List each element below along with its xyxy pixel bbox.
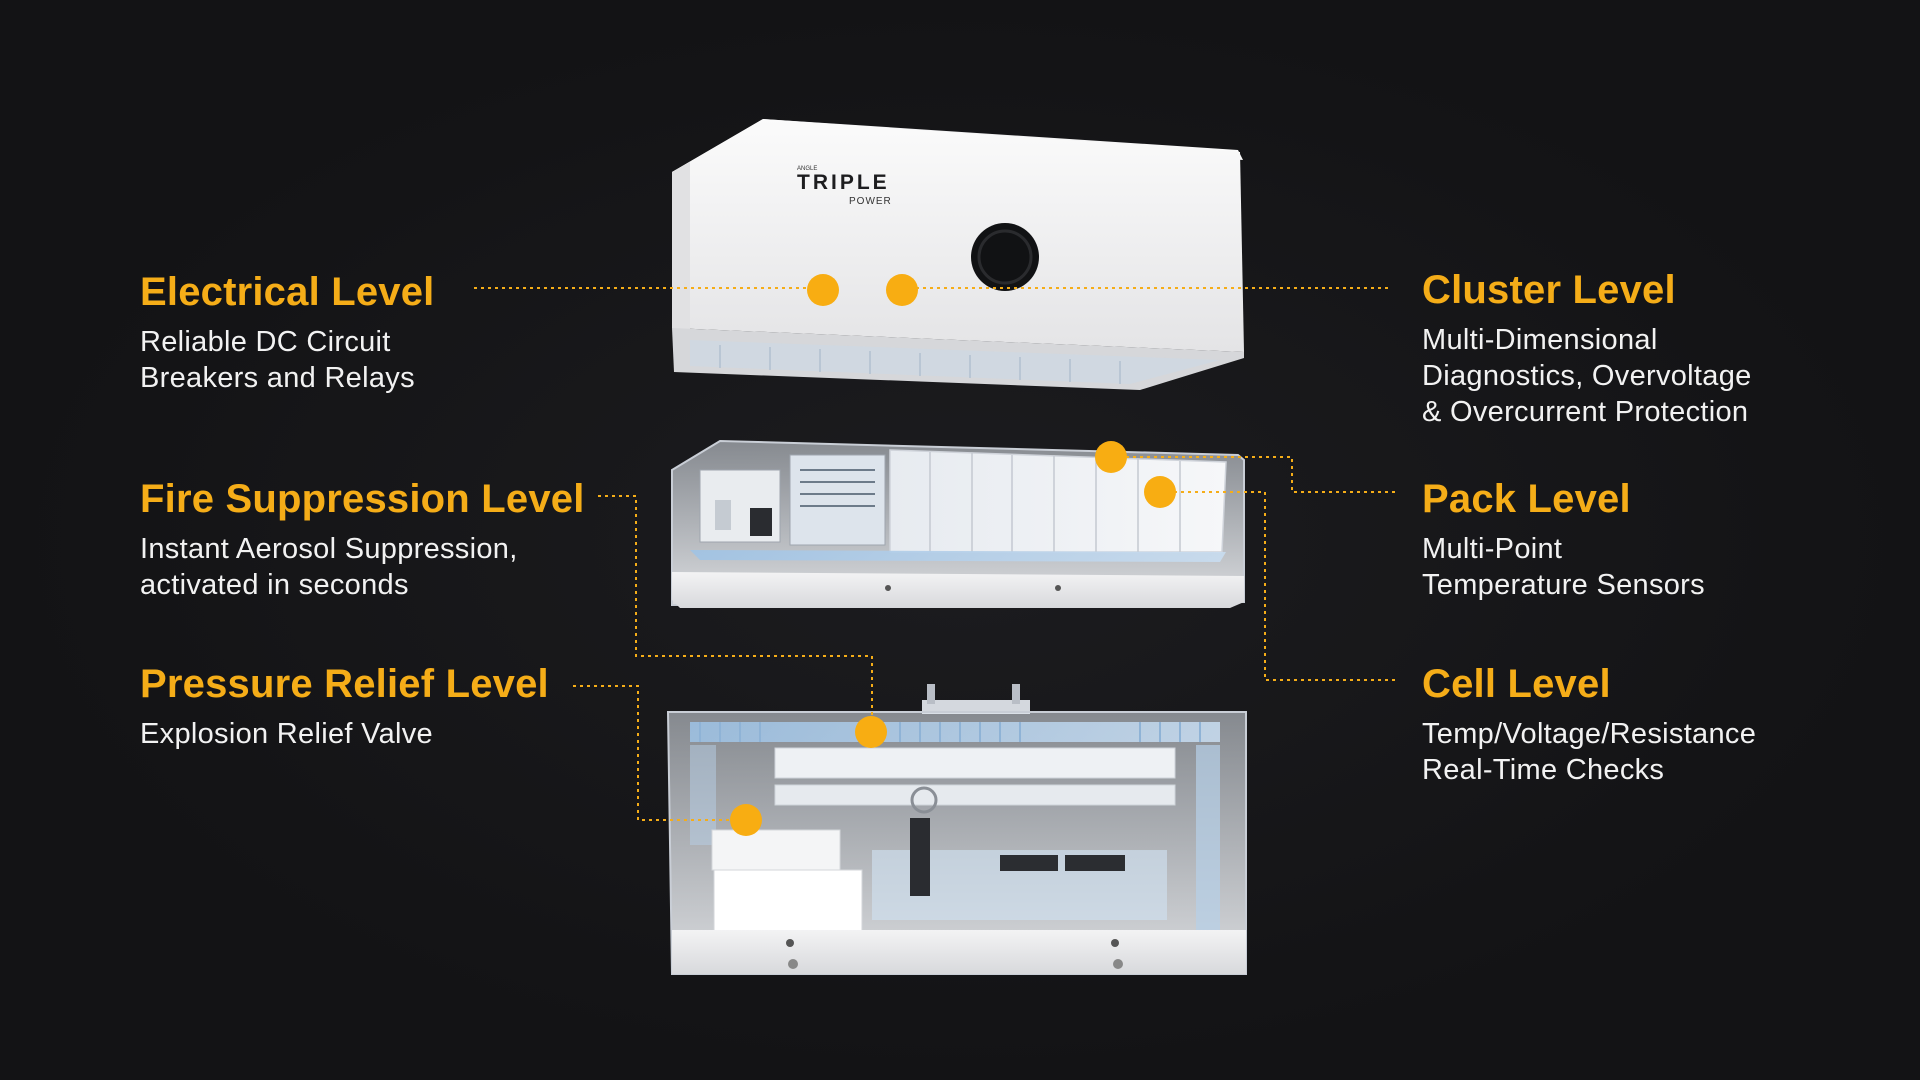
cluster-desc-line: Diagnostics, Overvoltage bbox=[1422, 360, 1752, 392]
callout-line-fire-suppression bbox=[598, 495, 873, 732]
label-fire-suppression-level: Fire Suppression Level Instant Aerosol S… bbox=[140, 475, 585, 603]
battery-pack-block bbox=[889, 449, 1227, 553]
pack-desc-line: Multi-Point bbox=[1422, 533, 1563, 565]
pack-level-desc: Multi-Point Temperature Sensors bbox=[1422, 531, 1705, 603]
electrical-level-title: Electrical Level bbox=[140, 270, 435, 314]
cell-level-title: Cell Level bbox=[1422, 662, 1611, 706]
pressure-relief-desc-line: Explosion Relief Valve bbox=[140, 718, 433, 750]
electrical-desc-line: Reliable DC Circuit bbox=[140, 326, 391, 358]
pressure-relief-level-title: Pressure Relief Level bbox=[140, 662, 549, 706]
brand-small-text: ANGLE bbox=[797, 166, 817, 172]
cell-desc-line: Temp/Voltage/Resistance bbox=[1422, 718, 1757, 750]
top-module-side bbox=[672, 162, 690, 334]
callout-lines bbox=[474, 287, 1396, 821]
middle-module-tray bbox=[672, 572, 1244, 608]
cell-desc-line: Real-Time Checks bbox=[1422, 754, 1665, 786]
marker-fire-suppression bbox=[855, 716, 887, 748]
brand-logo: TRIPLE bbox=[797, 171, 890, 194]
callout-markers bbox=[730, 274, 1176, 836]
label-cell-level: Cell Level Temp/Voltage/Resistance Real-… bbox=[1422, 660, 1756, 788]
top-module: ANGLE TRIPLE POWER bbox=[672, 119, 1244, 390]
bottom-module bbox=[666, 684, 1247, 975]
fire-suppression-level-title: Fire Suppression Level bbox=[140, 477, 585, 521]
cluster-desc-line: & Overcurrent Protection bbox=[1422, 396, 1749, 428]
electrical-level-desc: Reliable DC Circuit Breakers and Relays bbox=[140, 324, 435, 396]
label-cluster-level: Cluster Level Multi-Dimensional Diagnost… bbox=[1422, 266, 1752, 430]
pack-level-title: Pack Level bbox=[1422, 477, 1631, 521]
cell-level-desc: Temp/Voltage/Resistance Real-Time Checks bbox=[1422, 716, 1756, 788]
marker-electrical-b bbox=[886, 274, 918, 306]
electrical-desc-line: Breakers and Relays bbox=[140, 362, 415, 394]
pack-desc-line: Temperature Sensors bbox=[1422, 569, 1705, 601]
top-module-skirt-vent bbox=[690, 340, 1220, 384]
callout-line-cell bbox=[1160, 491, 1396, 681]
power-button-icon bbox=[971, 223, 1039, 291]
fire-suppression-desc-line: Instant Aerosol Suppression, bbox=[140, 533, 518, 565]
label-pressure-relief-level: Pressure Relief Level Explosion Relief V… bbox=[140, 660, 549, 752]
cluster-level-desc: Multi-Dimensional Diagnostics, Overvolta… bbox=[1422, 322, 1752, 430]
fire-suppression-level-desc: Instant Aerosol Suppression, activated i… bbox=[140, 531, 585, 603]
fire-suppression-desc-line: activated in seconds bbox=[140, 569, 409, 601]
label-pack-level: Pack Level Multi-Point Temperature Senso… bbox=[1422, 475, 1705, 603]
top-module-front bbox=[672, 119, 1244, 352]
bottom-module-base bbox=[672, 930, 1246, 974]
marker-electrical-a bbox=[807, 274, 839, 306]
callout-line-pressure-relief bbox=[573, 685, 746, 821]
cluster-desc-line: Multi-Dimensional bbox=[1422, 324, 1658, 356]
brand-sub-text: POWER bbox=[849, 196, 892, 207]
pressure-relief-level-desc: Explosion Relief Valve bbox=[140, 716, 549, 752]
callout-line-pack bbox=[1112, 456, 1396, 493]
marker-pressure-relief bbox=[730, 804, 762, 836]
label-electrical-level: Electrical Level Reliable DC Circuit Bre… bbox=[140, 268, 435, 396]
marker-cell bbox=[1144, 476, 1176, 508]
cluster-level-title: Cluster Level bbox=[1422, 268, 1676, 312]
middle-module bbox=[671, 439, 1245, 608]
marker-pack bbox=[1095, 441, 1127, 473]
